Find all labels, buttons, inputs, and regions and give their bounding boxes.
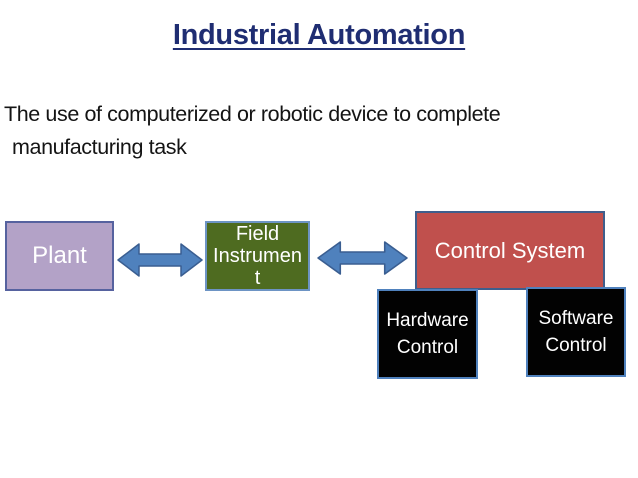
- slide-title: Industrial Automation: [172, 19, 466, 51]
- software-control-label-line: Control: [545, 335, 607, 356]
- slide-body-text: The use of computerized or robotic devic…: [4, 98, 624, 164]
- body-line-1: The use of computerized or robotic devic…: [4, 102, 501, 126]
- software-control-box: Software Control: [526, 287, 626, 377]
- body-line-2: manufacturing task: [12, 135, 187, 159]
- plant-label: Plant: [32, 242, 87, 269]
- plant-box: Plant: [5, 221, 114, 291]
- control-system-box: Control System: [415, 211, 605, 290]
- field-control-double-arrow-icon: [317, 241, 408, 275]
- hardware-control-box: Hardware Control: [377, 289, 478, 379]
- field-instrument-label-line: Field: [235, 223, 280, 245]
- field-instrument-label-line: t: [254, 267, 261, 289]
- hardware-control-label-line: Hardware: [386, 310, 469, 331]
- control-system-label: Control System: [434, 237, 586, 263]
- field-instrument-label-line: Instrumen: [213, 245, 302, 267]
- plant-field-double-arrow-icon: [117, 243, 203, 277]
- field-instrument-box: Field Instrumen t: [205, 221, 310, 291]
- hardware-control-label-line: Control: [396, 337, 459, 358]
- software-control-label-line: Software: [538, 308, 614, 329]
